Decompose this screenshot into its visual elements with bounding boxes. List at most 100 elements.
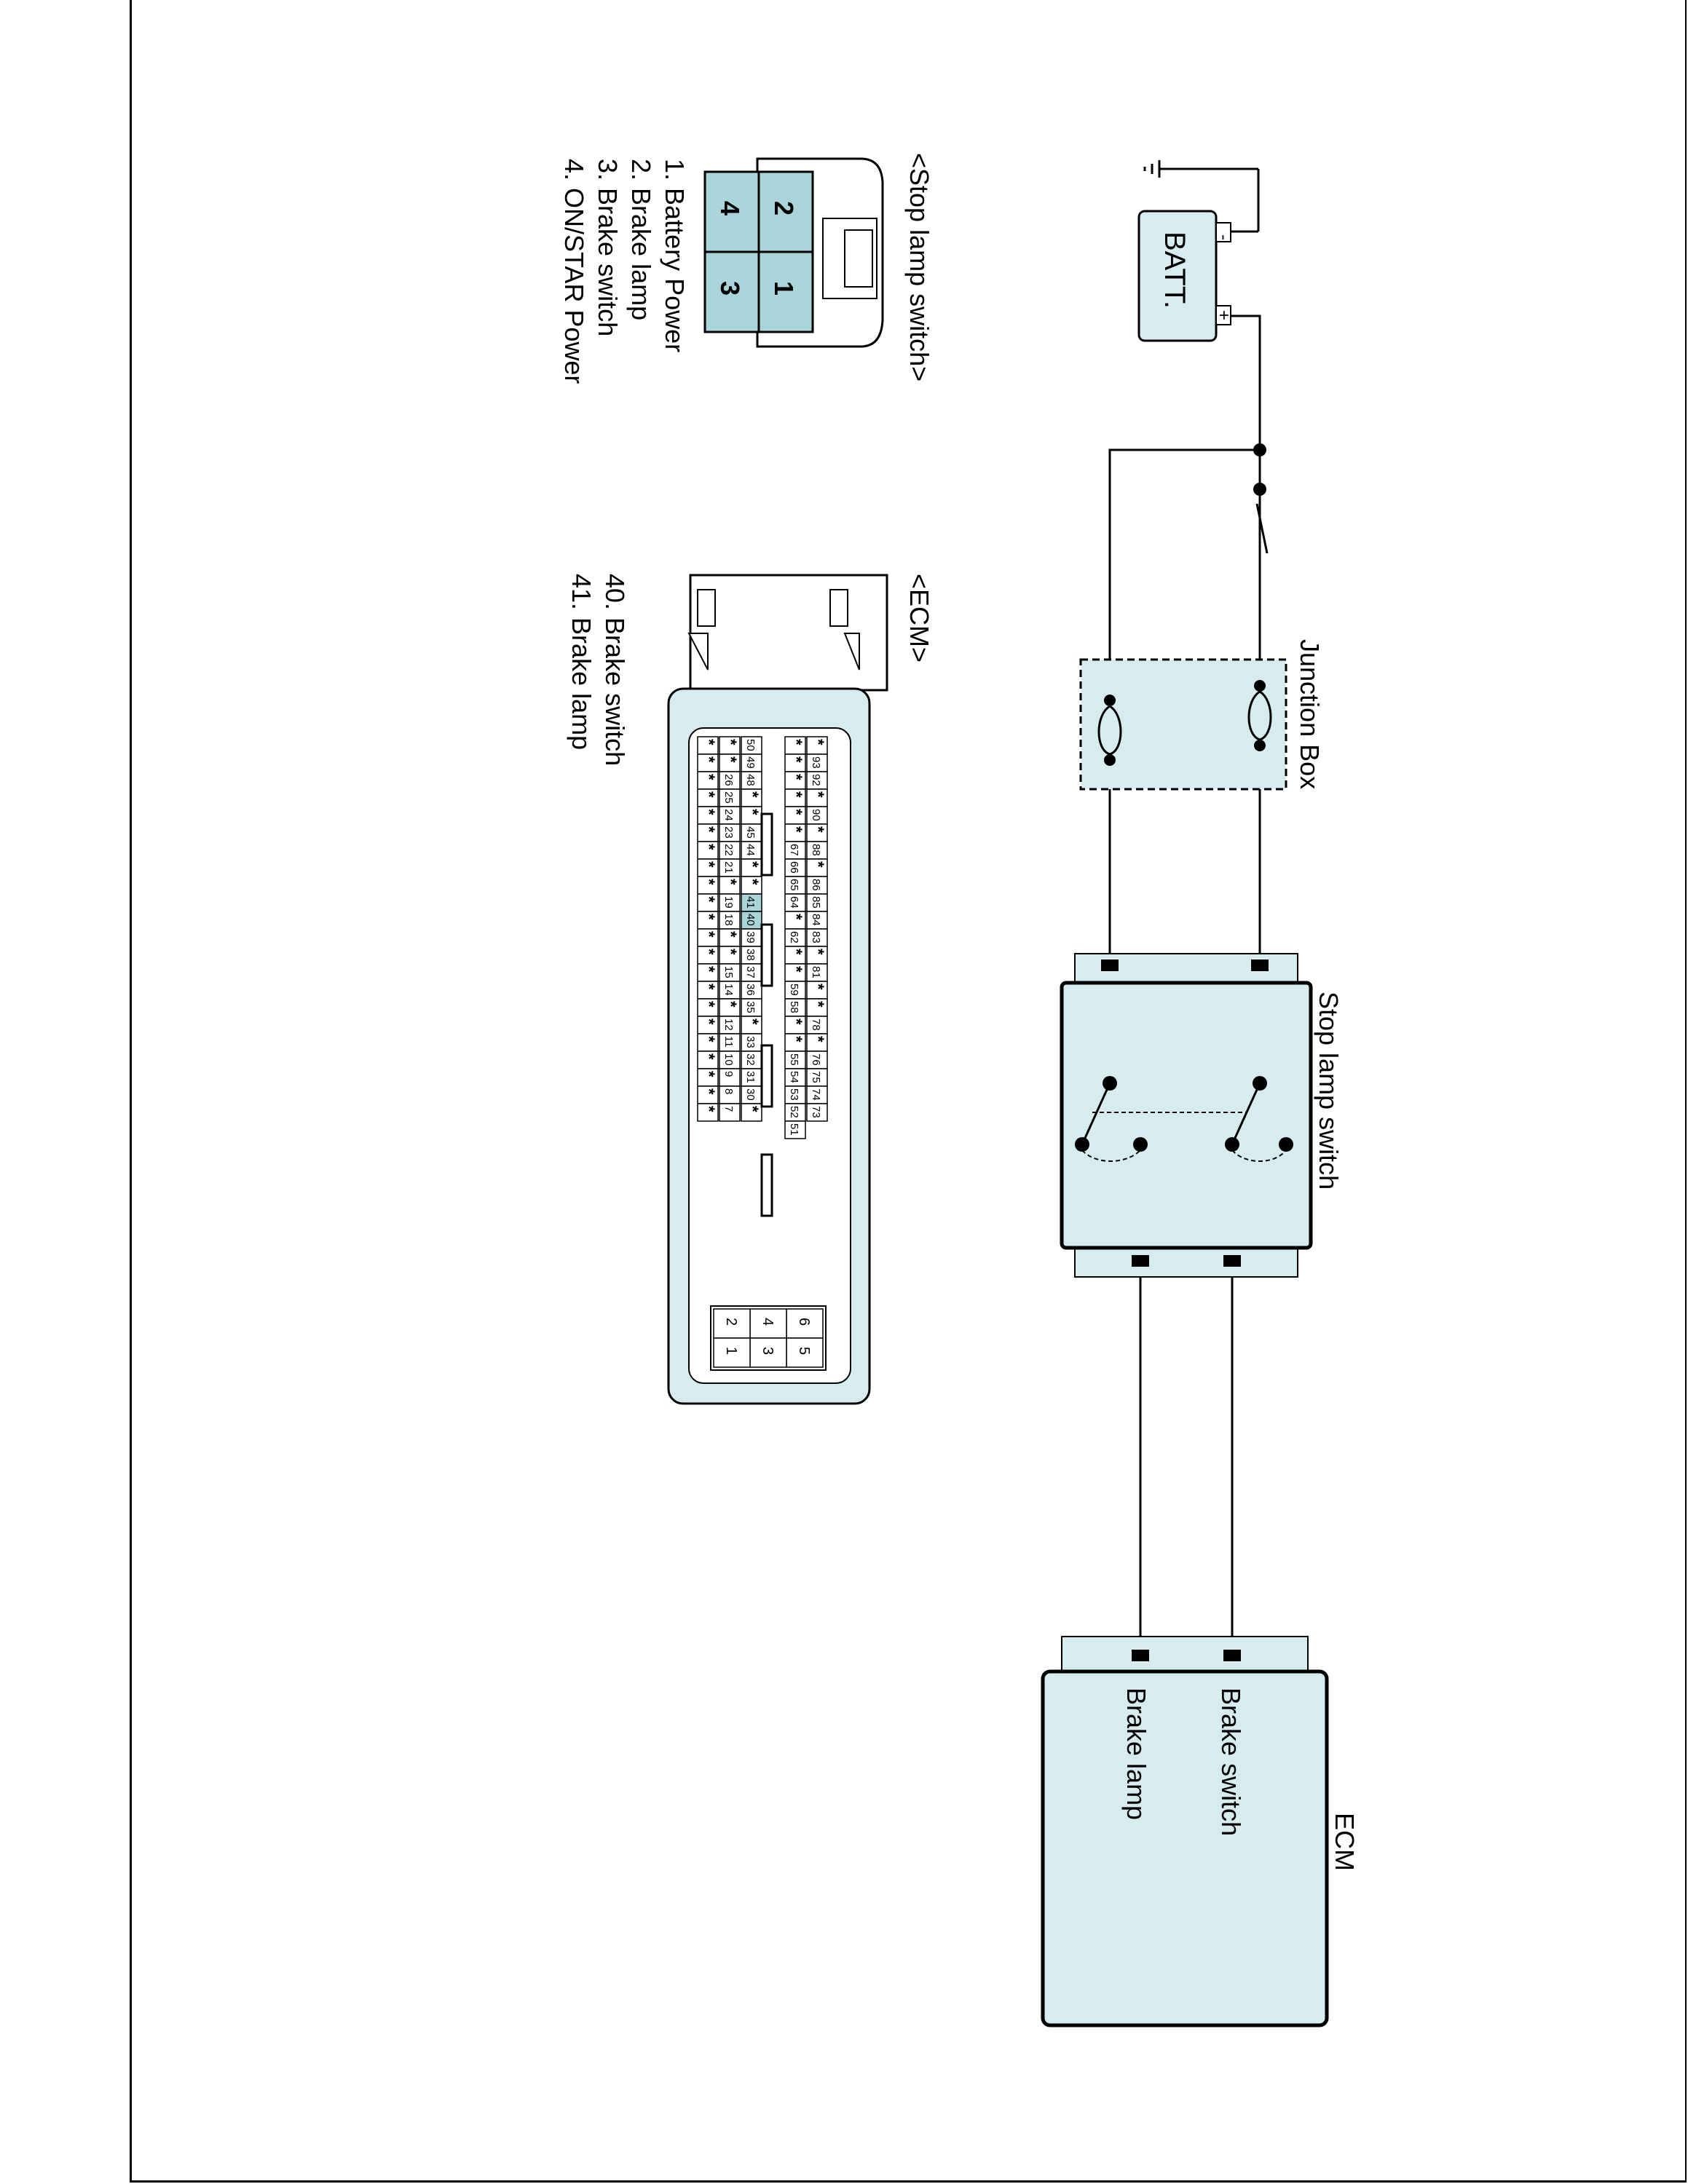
ecm-pin-label: * [787,791,805,798]
ecm-pin-label: * [809,791,827,798]
ecm-pin-label: 7 [722,1106,735,1112]
ecm-pin-label: 58 [788,1001,800,1013]
ecm-pin-label: * [809,1001,827,1008]
ecm-pin-cell [697,841,719,860]
ecm-pin-label: 36 [744,984,757,996]
stop-lamp-switch: Stop lamp switch [1060,953,1344,1278]
ecm-pin-label: * [744,791,762,798]
ecm-pin-label: * [700,1001,718,1008]
ecm-pin-label: 10 [722,1053,735,1066]
ecm-pin-cell [697,736,719,755]
ecm-pin-label: 22 [722,844,735,856]
ecm-pin-label: 14 [722,984,735,996]
ecm-pin-label: * [700,931,718,938]
ecm-pin-label: * [722,1001,740,1008]
ecm-pin-label: 59 [788,984,800,996]
ecm-pin-label: 76 [810,1053,822,1066]
ecm-pin-label: * [809,861,827,868]
ecm-label: ECM [1330,1813,1360,1871]
ecm-pin-label: 39 [744,931,757,943]
ecm-pin-label: * [809,984,827,990]
ecm-pin-label: 93 [810,756,822,769]
ecm-pin-label: * [809,1036,827,1042]
ecm-key-slot [760,923,773,987]
ecm-pin-cell [784,893,806,912]
ecm-pin-label: * [744,861,762,868]
ecm-pin-label: 73 [810,1106,822,1118]
ground-symbol [1143,160,1260,233]
ecm-pin-cell [697,806,719,825]
ecm-pin-cell [697,1051,719,1069]
ecm-pin-label: 9 [722,1071,735,1077]
ecm-pin-label: * [722,931,740,938]
ecm-pin-label: 33 [744,1036,757,1048]
ecm-pin-cell [741,1103,762,1122]
ecm-pin-label: * [700,756,718,763]
ecm-pin-label: 65 [788,879,800,891]
ecm-pin-label: 81 [810,966,822,978]
ecm-aux-label: 6 [796,1318,812,1326]
ecm-pin-cell [697,876,719,895]
ecm-pin-label: * [722,756,740,763]
ecm-pin-cell [697,788,719,807]
ecm-pin-cell [741,788,762,807]
ecm-pin-label: * [787,1018,805,1025]
ecm-pin-label: * [700,861,718,868]
ecm-pin-label: * [700,791,718,798]
ecm-pin-label: 44 [744,844,757,856]
ecm-pin-label: * [809,826,827,833]
ecm-pin-label: 24 [722,809,735,821]
ecm-key-slot [760,1153,773,1217]
ecm-pin-label: 30 [744,1088,757,1101]
ecm-pin-label: 55 [788,1053,800,1066]
ecm-pin-label: 25 [722,791,735,804]
ecm-pin-cell [784,736,806,755]
ecm-pin-label: 41 [744,896,757,909]
ecm-pin-cell [784,788,806,807]
ecm-pin-cell [806,876,828,895]
ecm-pin-label: * [700,949,718,955]
ecm-pin-label: * [744,809,762,815]
ecm-pin-label: * [700,1106,718,1112]
ecm-pin-label: 18 [722,914,735,926]
ecm-connector-title: <ECM> [904,574,934,662]
ecm-pin-label: 66 [788,861,800,874]
ecm-pin-label: 8 [722,1088,735,1094]
ecm-pin-cell [741,858,762,877]
ecm-aux-cell [713,1308,751,1339]
ecm-pin-label: * [700,1071,718,1077]
ecm-pin-label: 21 [722,861,735,874]
ecm-key-slot [760,1044,773,1108]
ecm-pin-label: * [787,739,805,745]
ecm-pin-label: * [700,914,718,920]
ecm-pin-cell [741,893,762,912]
ecm-pin-cell [719,911,741,930]
stop-lamp-switch-label: Stop lamp switch [1314,992,1344,1190]
ecm-legend-40: 40. Brake switch [600,574,630,766]
ecm-pin-label: * [700,809,718,815]
ecm-pin-label: * [809,739,827,745]
ecm-pin-label: * [700,1053,718,1060]
ecm-aux-cell [749,1308,787,1339]
ecm-aux-cell [713,1337,751,1368]
ecm-pin-cell [719,858,741,877]
ecm-pin-label: * [700,774,718,780]
ecm-pin-label: * [700,844,718,850]
battery-label: BATT. [1159,232,1191,309]
ecm-pin-cell [719,928,741,947]
ecm-pin-cell [806,928,828,947]
ecm-pin-label: * [722,739,740,745]
ecm-pin-label: * [700,879,718,885]
ecm-pin-label: 40 [744,914,757,926]
ecm-pin-label: 45 [744,826,757,839]
ecm-pin-cell [719,788,741,807]
ecm-pin-label: 35 [744,1001,757,1013]
ecm-pin-label: 26 [722,774,735,786]
ecm-pin-cell [784,981,806,1000]
ecm-pin-cell [719,998,741,1017]
ecm-pin-label: 15 [722,966,735,978]
ecm-pin-label: * [700,1088,718,1095]
ecm-pin-cell [784,1016,806,1034]
ecm-pin-label: * [787,914,805,920]
slc-legend-2: 2. Brake lamp [626,159,656,320]
